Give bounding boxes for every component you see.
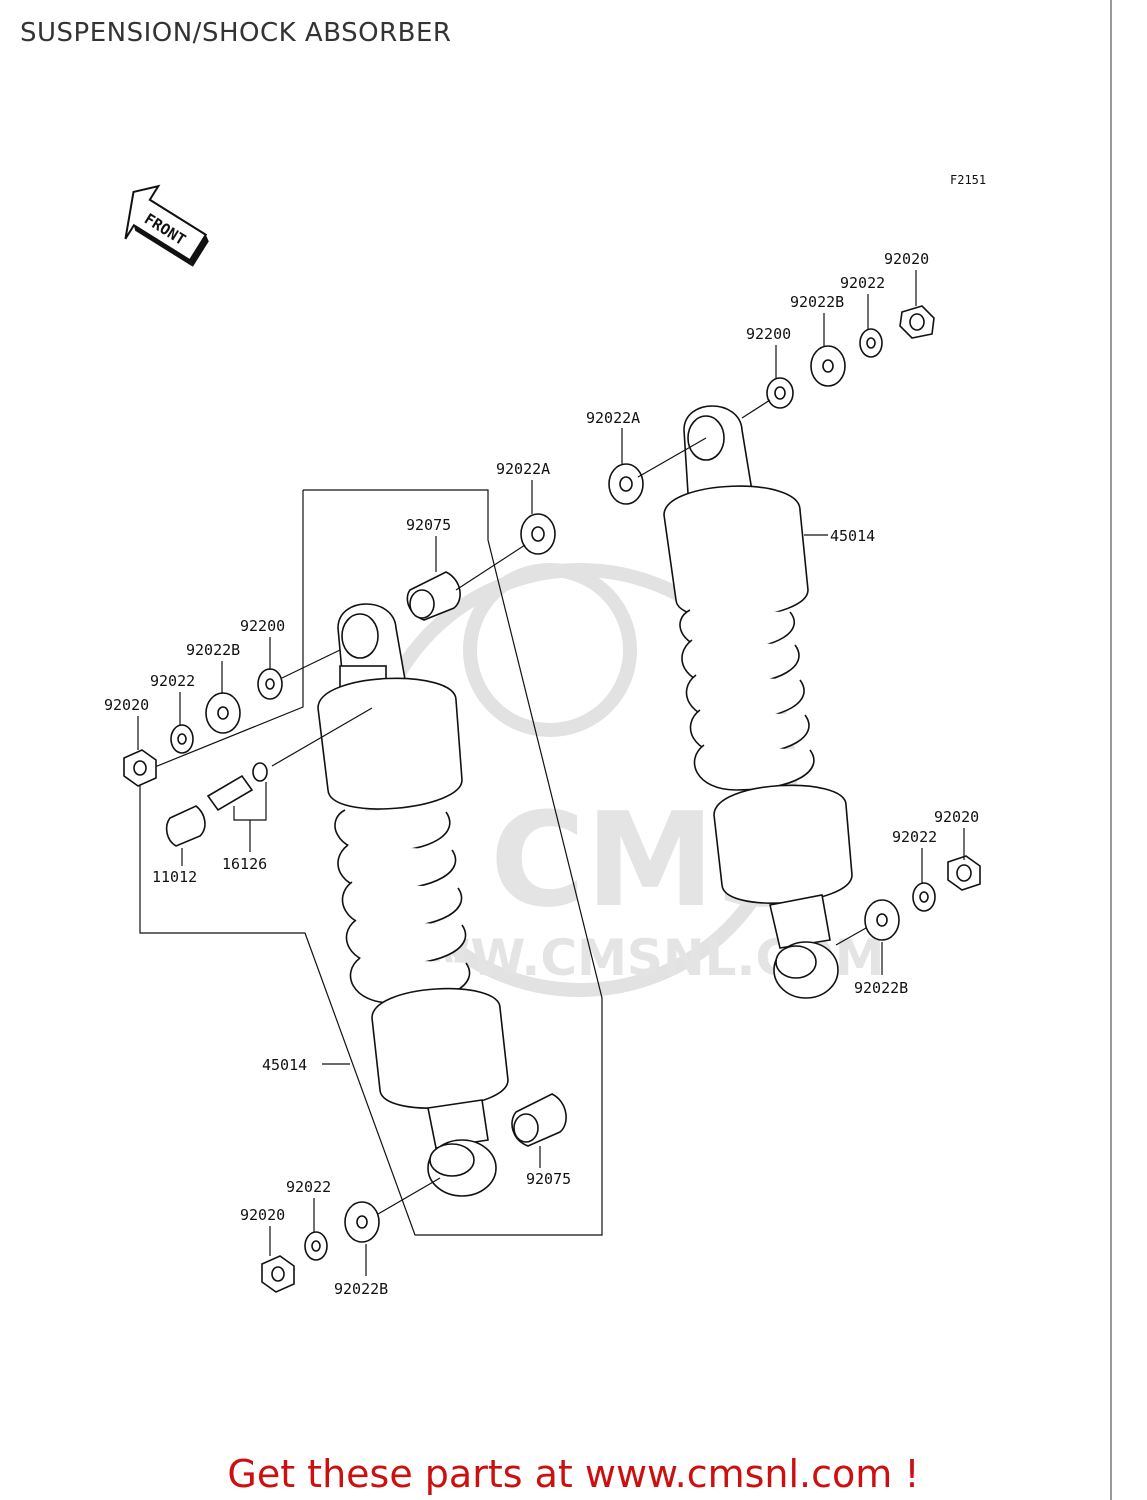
get-parts-link[interactable]: Get these parts at www.cmsnl.com ! <box>227 1452 920 1496</box>
part-labels: 92020 92022 92022B 92200 92022A 45014 92… <box>104 250 979 1298</box>
part-label: 92200 <box>746 325 791 343</box>
part-label: 92022 <box>286 1178 331 1196</box>
front-arrow-icon: FRONT <box>124 184 209 267</box>
part-label: 92075 <box>406 516 451 534</box>
part-label: 92022A <box>586 409 640 427</box>
part-label: 92020 <box>104 696 149 714</box>
part-label: 92022B <box>854 979 908 997</box>
cap-11012 <box>165 805 206 847</box>
part-label: 92022 <box>150 672 195 690</box>
part-label: 45014 <box>262 1056 307 1074</box>
part-label: 92022 <box>892 828 937 846</box>
right-lower-hardware <box>835 855 981 946</box>
part-label: 92020 <box>240 1206 285 1224</box>
left-lower-hardware <box>261 1093 567 1293</box>
left-upper-hardware <box>123 513 556 847</box>
part-label: 16126 <box>222 855 267 873</box>
right-upper-hardware <box>608 305 935 505</box>
valve-16126 <box>206 774 254 812</box>
page-title: SUSPENSION/SHOCK ABSORBER <box>20 18 452 48</box>
part-label: 92022B <box>790 293 844 311</box>
leader-lines <box>137 270 965 1276</box>
part-label: 92022 <box>840 274 885 292</box>
left-shock-absorber <box>317 603 509 1197</box>
part-label: 92075 <box>526 1170 571 1188</box>
figure-id: F2151 <box>950 173 986 187</box>
parts-diagram: CMS WWW.CMSNL.COM F2151 FRONT <box>104 173 986 1298</box>
part-label: 92022B <box>186 641 240 659</box>
watermark-logo-face <box>463 563 637 737</box>
part-label: 11012 <box>152 868 197 886</box>
part-label: 92200 <box>240 617 285 635</box>
left-assembly-bracket <box>139 489 603 1236</box>
part-label: 45014 <box>830 527 875 545</box>
part-label: 92020 <box>884 250 929 268</box>
page-divider <box>1110 0 1112 1500</box>
part-label: 92022B <box>334 1280 388 1298</box>
oring-16126 <box>252 762 268 782</box>
part-label: 92020 <box>934 808 979 826</box>
part-label: 92022A <box>496 460 550 478</box>
